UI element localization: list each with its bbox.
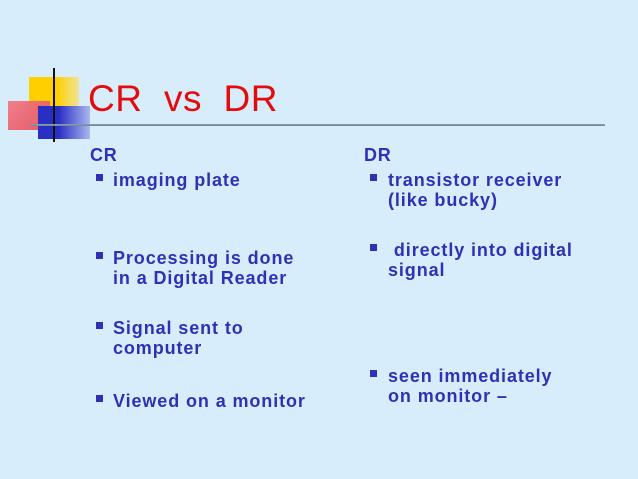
bullet-icon [96,395,103,402]
bullet-icon [96,174,103,181]
slide-title: CR vs DR [88,78,278,119]
list-item: Viewed on a monitor [113,391,306,411]
bullet-icon [96,322,103,329]
left-column-heading: CR [90,145,118,165]
right-column-heading: DR [364,145,392,165]
title-divider [30,124,605,126]
bullet-icon [96,252,103,259]
bullet-icon [370,174,377,181]
bullet-icon [370,370,377,377]
bullet-icon [370,244,377,251]
list-item: transistor receiver(like bucky) [388,170,563,210]
list-item: imaging plate [113,170,241,190]
